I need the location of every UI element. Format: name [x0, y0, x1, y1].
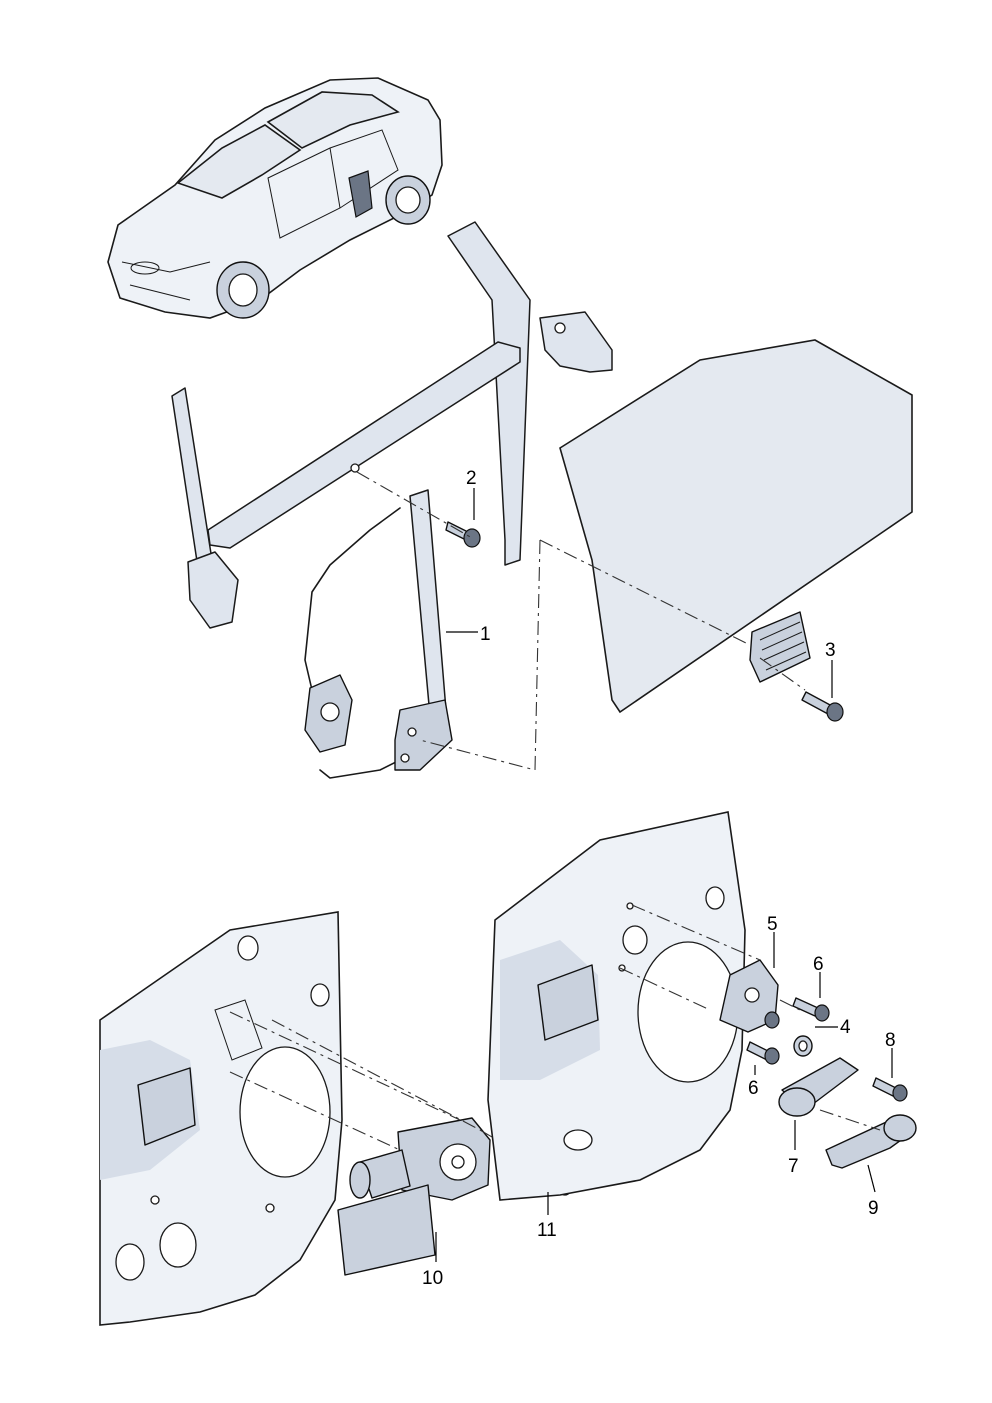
- door-window-frame: [171, 221, 613, 629]
- window-glass: [559, 339, 913, 714]
- door-inner-panel-right: [487, 811, 746, 1201]
- drive-flange-part-5: [719, 959, 780, 1033]
- callout-2: 2: [466, 468, 477, 489]
- callout-3: 3: [825, 640, 836, 661]
- callout-8: 8: [885, 1030, 896, 1051]
- car-sedan-icon: [107, 77, 443, 319]
- bolt-part-8: [872, 1077, 908, 1102]
- washer-part-4: [793, 1035, 813, 1057]
- bolt-part-6-upper: [792, 997, 830, 1022]
- door-inner-panel-left: [99, 911, 343, 1326]
- window-regulator: [304, 489, 453, 779]
- callout-5: 5: [767, 914, 778, 935]
- callout-1: 1: [480, 624, 491, 645]
- callout-6-lower: 6: [748, 1078, 759, 1099]
- callout-7: 7: [788, 1156, 799, 1177]
- callout-11: 11: [537, 1220, 557, 1241]
- bolt-part-6-lower: [746, 1041, 780, 1065]
- callout-9: 9: [868, 1198, 879, 1219]
- bolt-part-3: [801, 691, 844, 722]
- callout-6-upper: 6: [813, 954, 824, 975]
- callout-10: 10: [422, 1268, 443, 1289]
- lever-part-9: [825, 1114, 917, 1169]
- crank-handle-part-7: [778, 1057, 859, 1117]
- window-motor-part-10: [337, 1117, 491, 1276]
- callout-4: 4: [840, 1017, 851, 1038]
